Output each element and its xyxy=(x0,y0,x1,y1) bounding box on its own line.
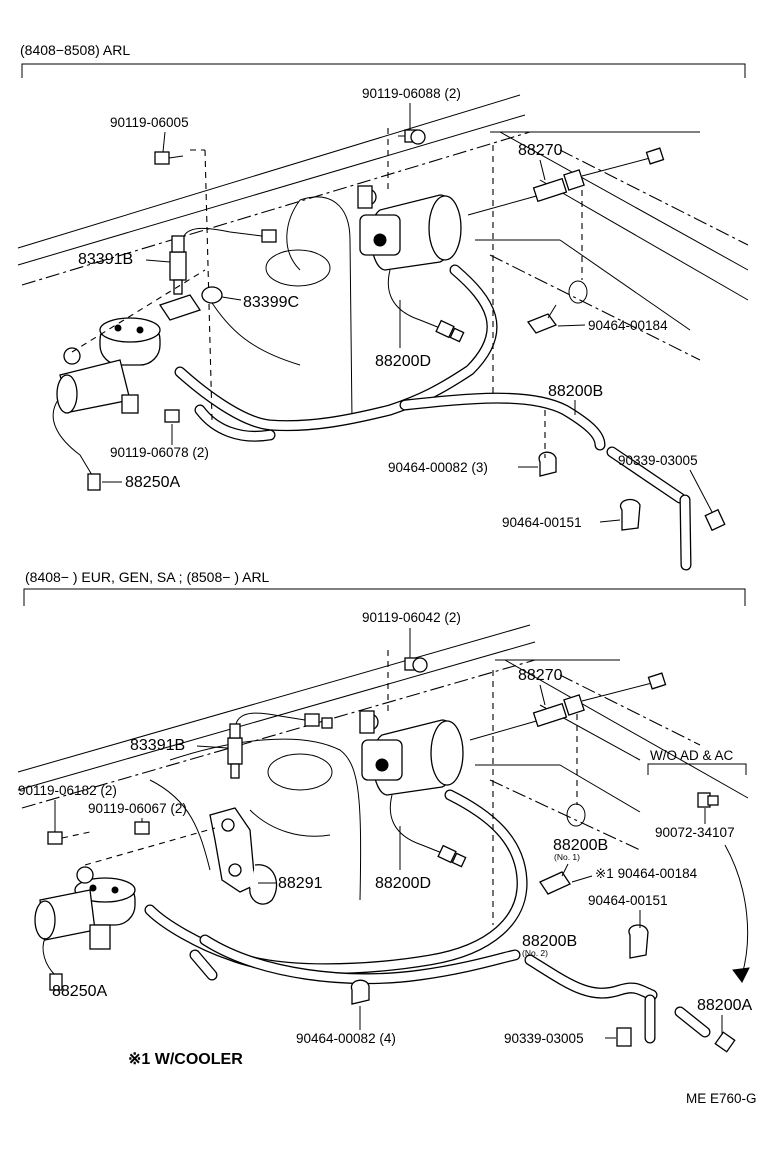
hose-88200A-fitting xyxy=(714,1031,736,1053)
label-90119-06182: 90119-06182 (2) xyxy=(18,783,117,798)
label-88200B-no2: 88200B xyxy=(522,933,577,950)
figure-code: ME E760-G xyxy=(686,1091,757,1106)
label-88200A: 88200A xyxy=(697,997,752,1014)
label-88200D: 88200D xyxy=(375,353,431,370)
bolt-90119-06042-icon xyxy=(404,657,428,673)
arrow-curve xyxy=(724,844,749,976)
body-panel-lines xyxy=(17,94,749,421)
label-90119-06088: 90119-06088 (2) xyxy=(362,86,461,101)
sensor-83391B-2 xyxy=(227,712,333,779)
hose-88200B xyxy=(174,264,692,571)
label-90464-00184-2: ※1 90464-00184 xyxy=(595,866,698,881)
label-90119-06005: 90119-06005 xyxy=(110,115,189,130)
bolt-90119-06005-icon xyxy=(154,151,184,165)
clip-90464-00082-icon-2 xyxy=(350,979,370,1005)
section-2-header: (8408− ) EUR, GEN, SA ; (8508− ) ARL xyxy=(25,569,270,585)
section-2-frame xyxy=(23,588,746,606)
plug-90072-34107-icon xyxy=(697,792,719,808)
section-1: (8408−8508) ARL xyxy=(17,42,749,571)
clip-90464-00184-icon-2 xyxy=(539,863,571,895)
clip-90464-00184-icon xyxy=(526,304,558,334)
hose-88200B-no1-no2 xyxy=(144,789,711,1044)
label-90339-03005-2: 90339-03005 xyxy=(504,1031,584,1046)
bolt-90119-06078-icon xyxy=(164,409,180,423)
bolt-90119-06067-icon xyxy=(134,821,150,835)
actuator-88200D-2 xyxy=(359,650,467,868)
label-88291: 88291 xyxy=(278,875,323,892)
label-90464-00082-2: 90464-00082 (4) xyxy=(296,1031,396,1046)
label-83391B-2: 83391B xyxy=(130,737,185,754)
label-no2: (No. 2) xyxy=(522,948,548,958)
clamp-90339-03005-icon-2 xyxy=(616,1027,632,1047)
tank-filler-ellipse-2 xyxy=(267,753,333,791)
bolt-90119-06182-icon xyxy=(47,831,63,845)
label-90072-34107: 90072-34107 xyxy=(655,825,735,840)
section-1-header: (8408−8508) ARL xyxy=(20,42,130,58)
label-88200B-no1: 88200B xyxy=(553,837,608,854)
label-83399C: 83399C xyxy=(243,294,299,311)
clamp-90339-03005-icon xyxy=(704,508,726,532)
section-1-labels: 90119-06088 (2) 90119-06005 88270 83391B… xyxy=(78,86,713,530)
label-88200B: 88200B xyxy=(548,383,603,400)
section-2-labels: 90119-06042 (2) 88270 83391B W/O AD & AC… xyxy=(18,610,752,1046)
pump-88250A-2 xyxy=(34,827,216,991)
label-90119-06078: 90119-06078 (2) xyxy=(110,445,209,460)
label-88250A: 88250A xyxy=(125,474,180,491)
label-88270: 88270 xyxy=(518,142,563,159)
label-90119-06042: 90119-06042 (2) xyxy=(362,610,461,625)
clip-90464-00151-icon xyxy=(619,498,641,531)
label-90464-00082: 90464-00082 (3) xyxy=(388,460,488,475)
label-88250A-2: 88250A xyxy=(52,983,107,1000)
bolt-90119-06088-icon xyxy=(398,129,426,145)
label-wo-ad-ac: W/O AD & AC xyxy=(650,748,734,763)
clip-90464-00082-icon xyxy=(538,410,557,477)
label-90464-00184: 90464-00184 xyxy=(588,318,668,333)
label-88270-2: 88270 xyxy=(518,667,563,684)
body-panel-lines-2 xyxy=(17,624,749,901)
label-90464-00151-2: 90464-00151 xyxy=(588,893,668,908)
actuator-88200D xyxy=(357,128,465,343)
tank-filler-ellipse xyxy=(265,249,331,287)
label-88200D-2: 88200D xyxy=(375,875,431,892)
cable-88270-2 xyxy=(469,670,667,925)
bracket-88291 xyxy=(209,807,278,905)
section-1-frame xyxy=(21,63,746,78)
wo-ad-ac-frame xyxy=(647,763,747,775)
label-90119-06067: 90119-06067 (2) xyxy=(88,801,187,816)
label-90339-03005: 90339-03005 xyxy=(618,453,698,468)
pump-88250A xyxy=(52,269,206,491)
label-83391B: 83391B xyxy=(78,251,133,268)
section-2: (8408− ) EUR, GEN, SA ; (8508− ) ARL xyxy=(17,569,757,1106)
sensor-83391B xyxy=(158,149,277,421)
clip-90464-00151-icon-2 xyxy=(628,924,649,959)
label-90464-00151: 90464-00151 xyxy=(502,515,582,530)
label-no1: (No. 1) xyxy=(554,852,580,862)
bracket-83399C xyxy=(201,286,223,304)
footnote-w-cooler: ※1 W/COOLER xyxy=(128,1051,243,1068)
cable-88270 xyxy=(467,145,665,395)
arrow-head-icon xyxy=(732,967,750,983)
